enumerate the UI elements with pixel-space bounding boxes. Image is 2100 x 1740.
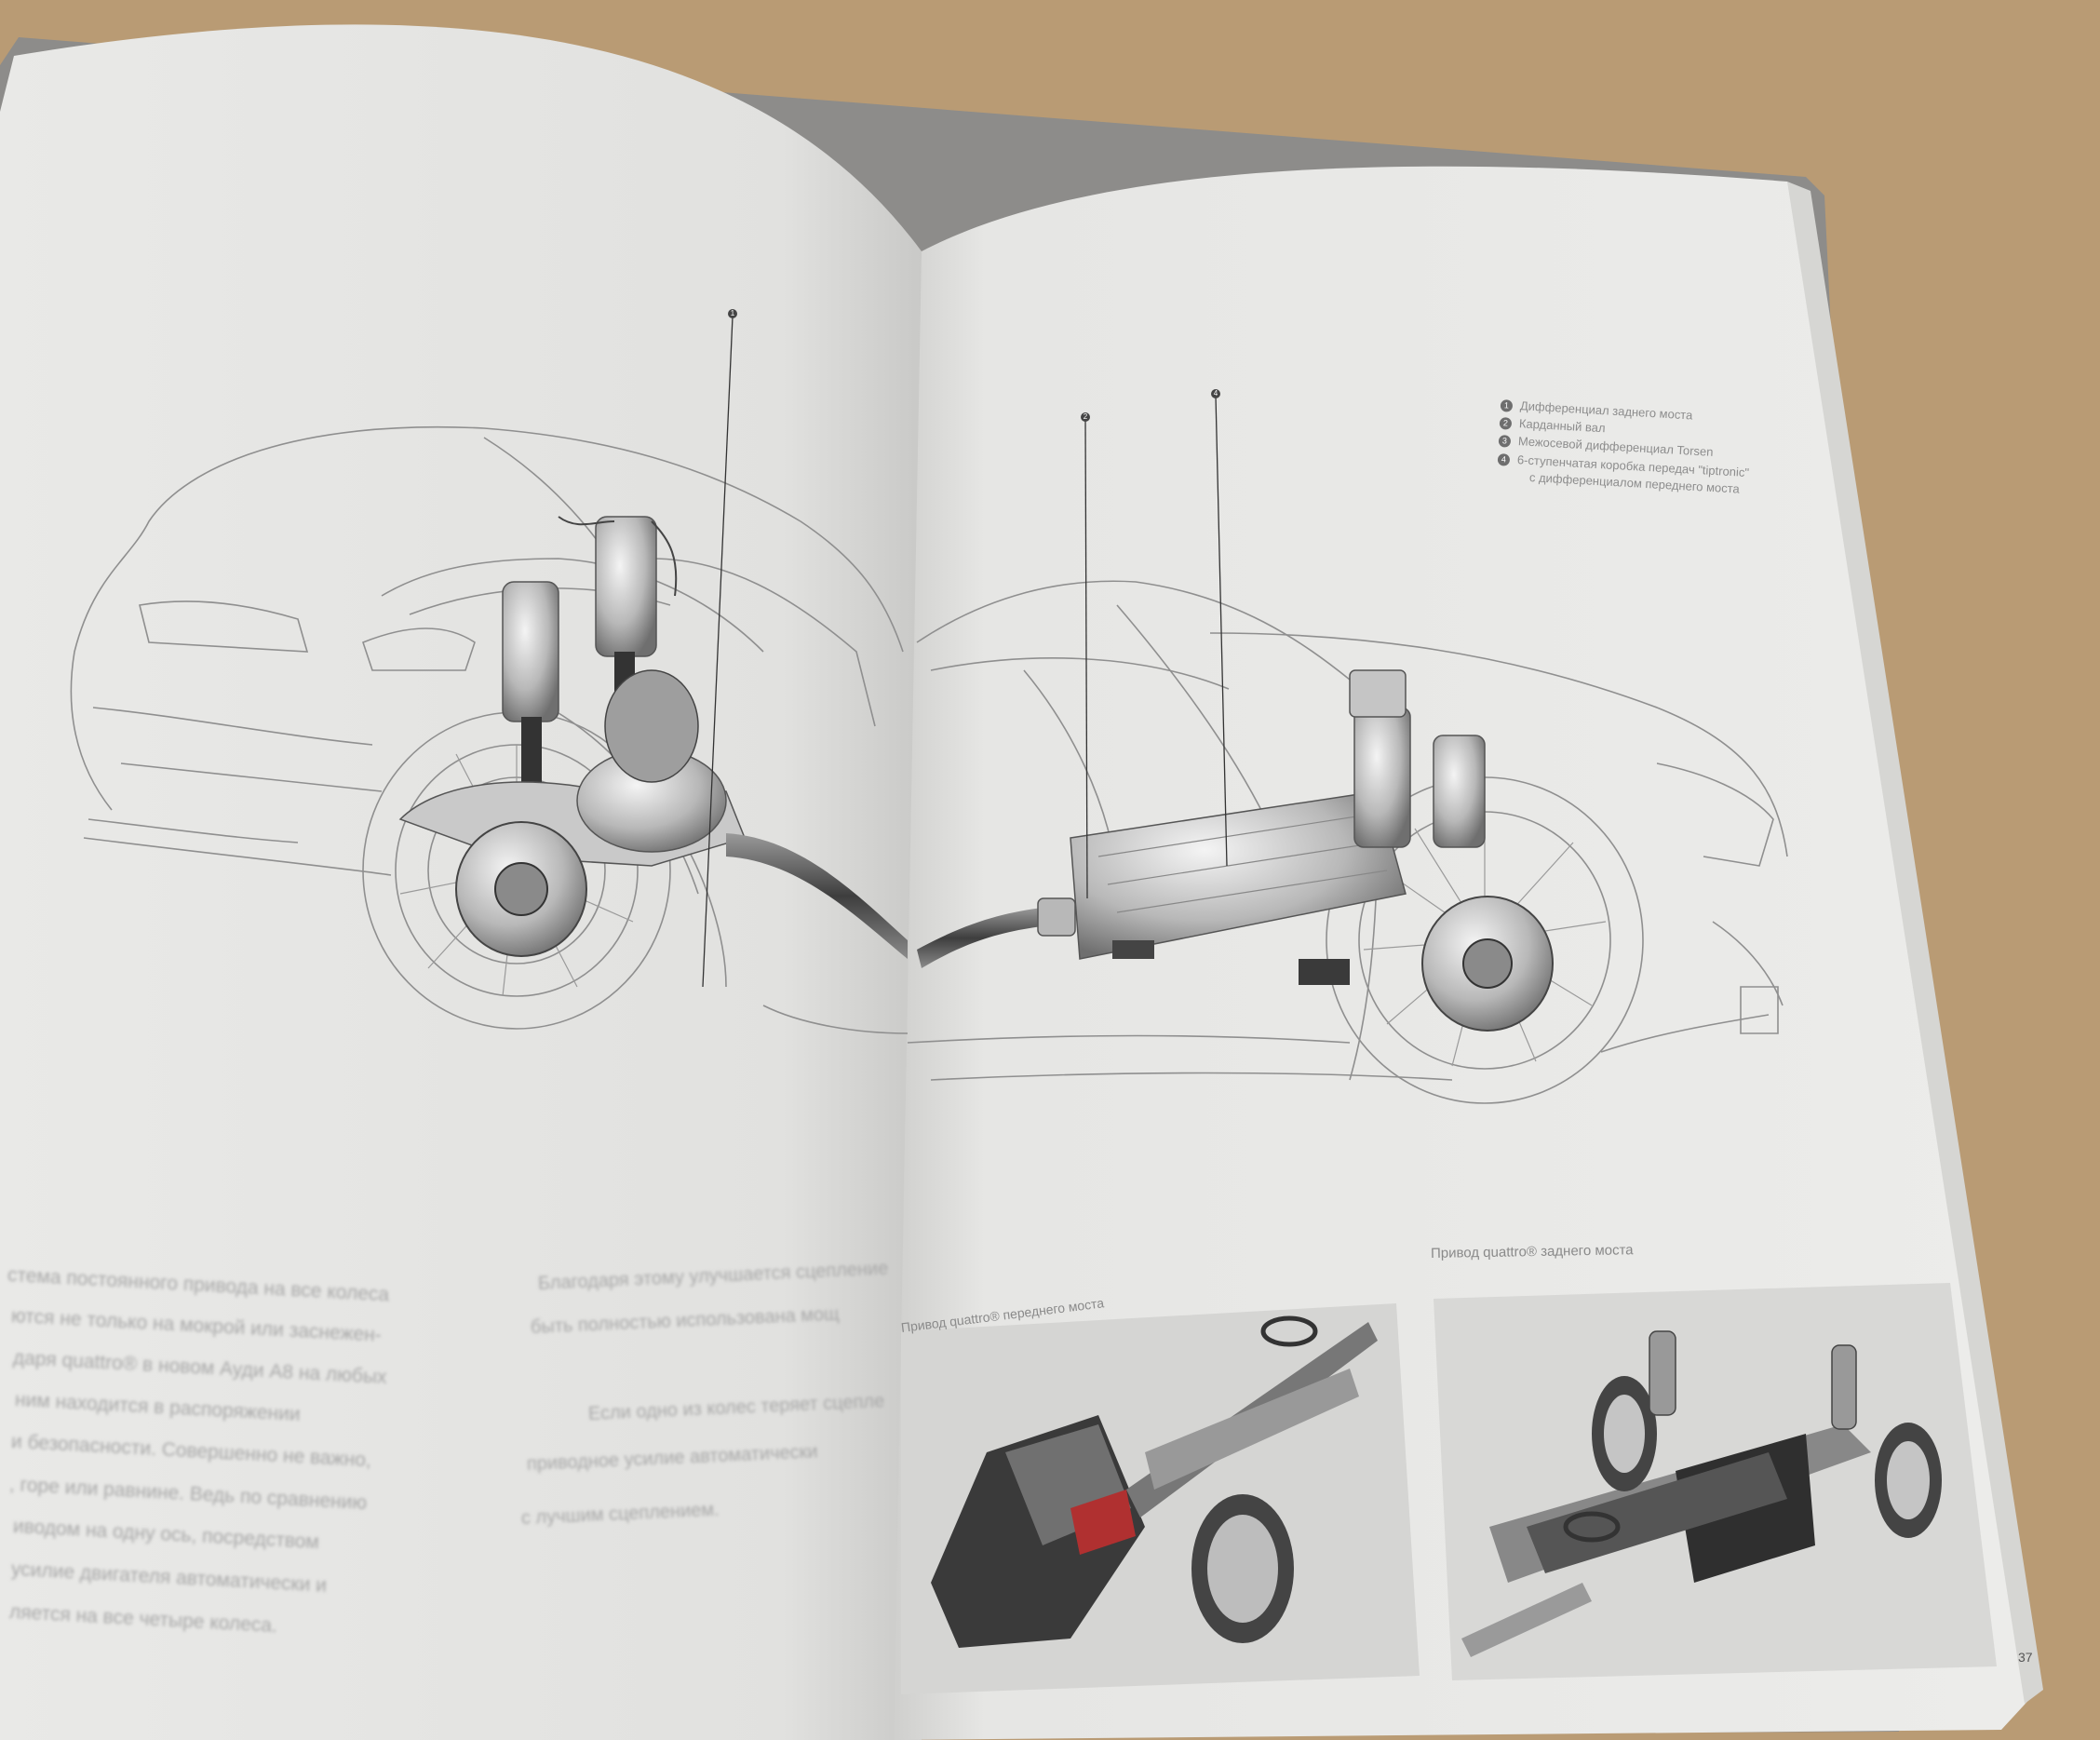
callout-marker-4: 4 [1211,389,1220,398]
legend-number: 3 [1498,435,1512,448]
legend-number: 1 [1500,399,1514,412]
page-number: 37 [2018,1650,2033,1665]
legend-number: 2 [1499,417,1513,430]
legend-number: 4 [1497,453,1511,466]
callout-marker-2: 2 [1081,412,1090,422]
callout-marker-1: 1 [728,309,737,318]
